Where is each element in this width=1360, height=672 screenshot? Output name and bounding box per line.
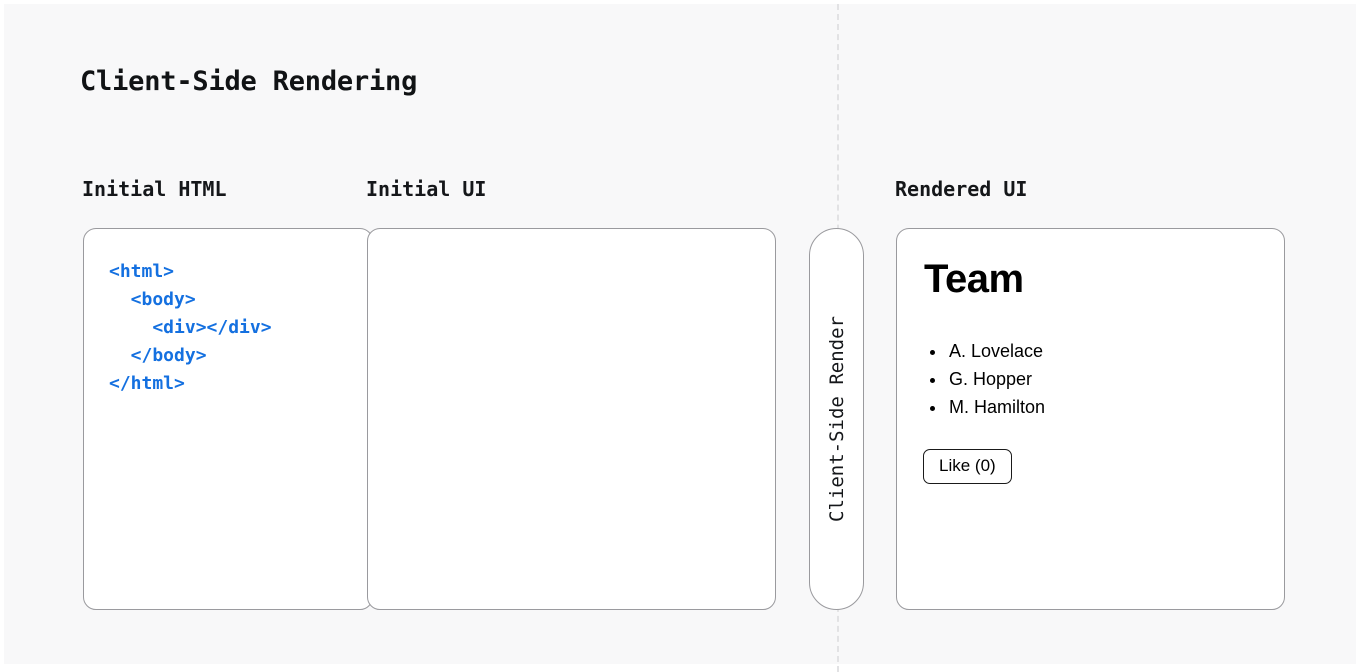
rendered-ui-team-list: A. Lovelace G. Hopper M. Hamilton	[923, 337, 1045, 421]
diagram-canvas: Client-Side Rendering Initial HTML Initi…	[4, 4, 1356, 672]
rendered-ui-heading: Team	[924, 257, 1024, 301]
initial-ui-panel	[367, 228, 776, 610]
rendered-ui-panel: Team A. Lovelace G. Hopper M. Hamilton L…	[896, 228, 1285, 610]
list-item: A. Lovelace	[947, 337, 1045, 365]
initial-html-panel: <html> <body> <div></div> </body> </html…	[83, 228, 373, 610]
page-title: Client-Side Rendering	[80, 66, 418, 97]
list-item: M. Hamilton	[947, 393, 1045, 421]
column-caption-rendered-ui: Rendered UI	[895, 177, 1028, 201]
column-caption-initial-ui: Initial UI	[366, 177, 487, 201]
initial-html-code: <html> <body> <div></div> </body> </html…	[109, 261, 272, 394]
column-caption-initial-html: Initial HTML	[82, 177, 227, 201]
like-button[interactable]: Like (0)	[923, 449, 1012, 485]
list-item: G. Hopper	[947, 365, 1045, 393]
client-side-render-label: Client-Side Render	[825, 316, 848, 522]
client-side-render-step: Client-Side Render	[809, 228, 864, 610]
